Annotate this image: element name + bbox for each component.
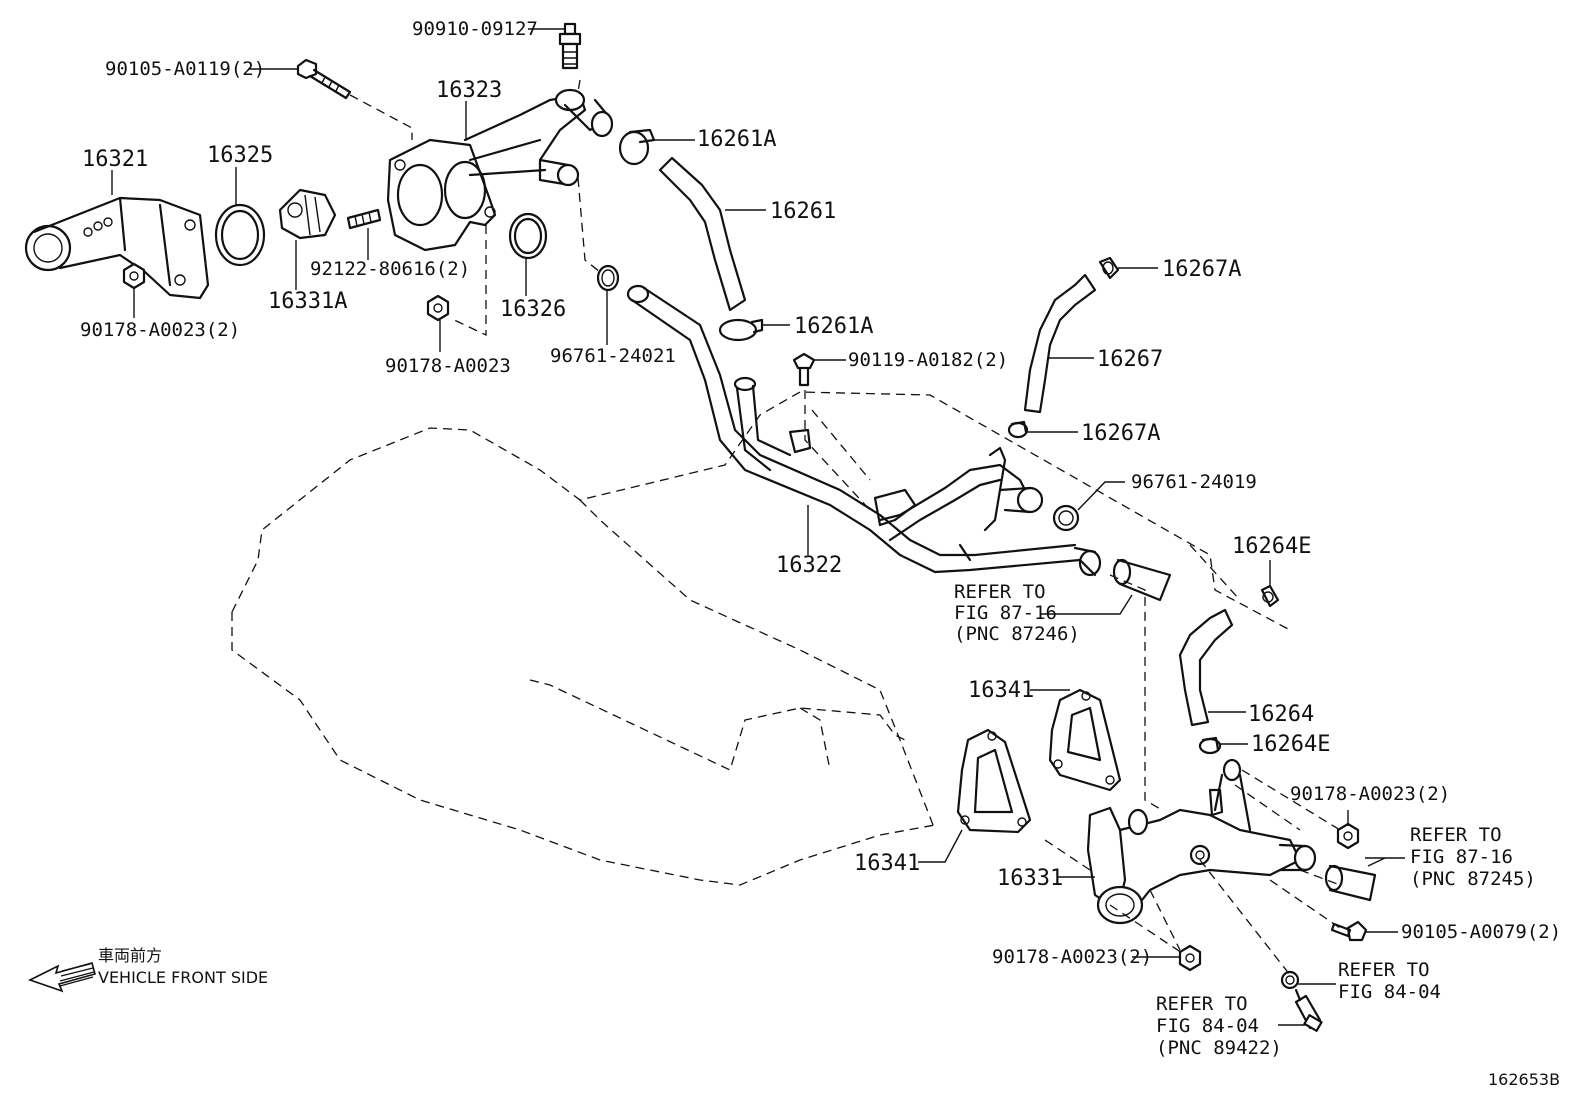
stud-92122 [346, 208, 382, 230]
label-16264e-bot: 16264E [1251, 732, 1330, 757]
refer-89422-line2: FIG 84-04 [1156, 1015, 1259, 1037]
front-arrow-icon [27, 962, 96, 993]
gasket-16341-bot [956, 728, 1032, 834]
refer-87246-line2: FIG 87-16 [954, 602, 1057, 624]
clamp-16264e-top [1260, 584, 1280, 608]
label-16341-top: 16341 [968, 678, 1034, 703]
clamp-16267a-mid [1007, 420, 1029, 439]
label-90105-a0119: 90105-A0119(2) [105, 58, 265, 80]
bolt-90105-a0119 [296, 58, 352, 100]
pipe-stub-87245 [1324, 864, 1377, 902]
label-16321: 16321 [82, 147, 148, 172]
nut-90178-center [426, 294, 450, 322]
sensor-90910 [558, 22, 582, 70]
refer-87246-line3: (PNC 87246) [954, 623, 1080, 645]
label-90910-09127: 90910-09127 [412, 18, 538, 40]
nut-90178-left [122, 262, 146, 290]
label-16267a-top: 16267A [1162, 257, 1241, 282]
label-16341-bot: 16341 [854, 851, 920, 876]
refer-89422-line3: (PNC 89422) [1156, 1037, 1282, 1059]
water-outlet-16323 [386, 88, 614, 252]
pipe-stub-87246 [1112, 558, 1172, 602]
refer-87246-line1: REFER TO [954, 581, 1046, 603]
oring-96761-24021 [596, 264, 620, 292]
refer-89422: REFER TO FIG 84-04 (PNC 89422) [1156, 993, 1282, 1059]
clamp-16264e-bot [1198, 736, 1222, 755]
refer-84-04-right: REFER TO FIG 84-04 [1338, 959, 1441, 1003]
label-16326: 16326 [500, 297, 566, 322]
refer-89422-line1: REFER TO [1156, 993, 1248, 1015]
vehicle-front-legend: 車両前方 VEHICLE FRONT SIDE [27, 946, 268, 993]
label-16267a-mid: 16267A [1081, 421, 1160, 446]
assembly-lines [349, 79, 1341, 976]
refer-87245-line1: REFER TO [1410, 824, 1502, 846]
hose-16267 [1023, 273, 1097, 414]
label-16261: 16261 [770, 199, 836, 224]
label-16325: 16325 [207, 143, 273, 168]
label-16323: 16323 [436, 78, 502, 103]
label-90178-a0023-center: 90178-A0023 [385, 355, 511, 377]
bypass-pipe-16322 [626, 284, 1102, 577]
bolt-90119 [792, 352, 816, 387]
label-16264e-top: 16264E [1232, 534, 1311, 559]
label-16331a: 16331A [268, 289, 347, 314]
refer-87245-line2: FIG 87-16 [1410, 846, 1513, 868]
label-16264: 16264 [1248, 702, 1314, 727]
label-16331: 16331 [997, 866, 1063, 891]
engine-outline [231, 391, 1291, 886]
label-90178-a0023-left: 90178-A0023(2) [80, 319, 240, 341]
hose-16261 [658, 156, 747, 312]
thermostat-16331a [278, 188, 337, 240]
hose-16264 [1178, 608, 1234, 727]
gasket-16325 [214, 203, 266, 267]
refer-84-04-r-line2: FIG 84-04 [1338, 981, 1441, 1003]
bolt-90105-a0079 [1330, 920, 1368, 942]
refer-87246: REFER TO FIG 87-16 (PNC 87246) [954, 581, 1080, 645]
nut-90178-right [1336, 822, 1360, 850]
legend-jp: 車両前方 [98, 946, 162, 965]
refer-87245-line3: (PNC 87245) [1410, 868, 1536, 890]
label-90178-a0023-right: 90178-A0023(2) [1290, 783, 1450, 805]
water-inlet-16331 [1086, 758, 1317, 925]
sensor-89422 [1294, 988, 1323, 1032]
label-16261a-top: 16261A [697, 127, 776, 152]
refer-84-04-r-line1: REFER TO [1338, 959, 1430, 981]
oring-96761-24019 [1052, 504, 1080, 532]
nut-90178-bottom [1178, 944, 1202, 972]
legend-en: VEHICLE FRONT SIDE [98, 968, 268, 987]
part-labels: 90910-09127 90105-A0119(2) 16323 16261A … [80, 18, 1561, 968]
refer-87245: REFER TO FIG 87-16 (PNC 87245) [1410, 824, 1536, 890]
label-96761-24019: 96761-24019 [1131, 471, 1257, 493]
label-90105-a0079: 90105-A0079(2) [1401, 921, 1561, 943]
clamp-16261a-mid [718, 318, 764, 342]
gasket-16341-top [1048, 688, 1122, 792]
leader-lines [111, 28, 1405, 1026]
label-16322: 16322 [776, 553, 842, 578]
clamp-16267a-top [1098, 256, 1120, 280]
figure-id: 162653B [1488, 1070, 1560, 1089]
label-92122-80616: 92122-80616(2) [310, 258, 470, 280]
clamp-16261a-top [618, 128, 656, 166]
label-90119-a0182: 90119-A0182(2) [848, 349, 1008, 371]
label-16261a-mid: 16261A [794, 314, 873, 339]
label-16267: 16267 [1097, 347, 1163, 372]
label-96761-24021: 96761-24021 [550, 345, 676, 367]
gasket-16326 [508, 212, 548, 260]
label-90178-a0023-bottom: 90178-A0023(2) [992, 946, 1152, 968]
water-inlet-16321 [24, 196, 210, 300]
gasket-small-84-04 [1280, 970, 1300, 990]
